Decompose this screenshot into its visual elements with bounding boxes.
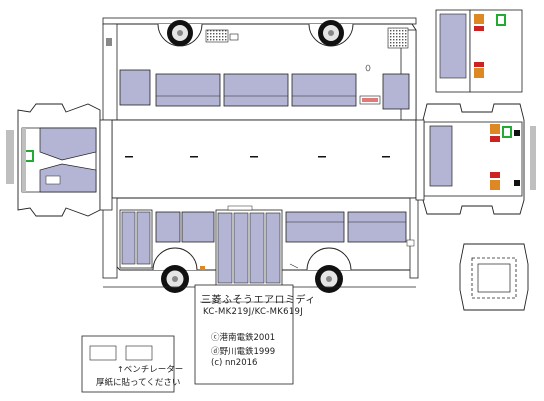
side-window bbox=[181, 211, 215, 243]
roof-strip bbox=[102, 17, 417, 25]
bus-front-face bbox=[6, 103, 101, 217]
ventilator-part bbox=[125, 345, 153, 361]
bus-left-side-panel bbox=[102, 23, 417, 121]
roof-end-piece bbox=[459, 243, 529, 311]
wheel bbox=[167, 20, 193, 46]
ventilator-part bbox=[89, 345, 117, 361]
bus-right-side-panel bbox=[102, 197, 419, 289]
roof-panel bbox=[111, 119, 417, 199]
ventilator-instruction: 厚紙に貼ってください bbox=[96, 378, 181, 388]
wheel bbox=[161, 265, 189, 293]
side-window bbox=[223, 73, 289, 107]
credit-line: ⓓ野川電鉄1999 bbox=[211, 347, 276, 357]
rear-tab bbox=[415, 119, 425, 201]
side-window bbox=[155, 73, 221, 107]
ventilator-panel bbox=[81, 335, 175, 393]
credit-line: (c) nn2016 bbox=[211, 358, 258, 368]
side-window bbox=[291, 73, 357, 107]
ventilator-label-text: ベンチレーター bbox=[123, 365, 184, 375]
side-window bbox=[155, 211, 181, 243]
engine-grill bbox=[205, 29, 229, 43]
bus-rear-face bbox=[422, 103, 536, 215]
ventilator-label: ↑ベンチレーター bbox=[117, 363, 183, 375]
roof-markers bbox=[125, 156, 390, 158]
wheel bbox=[318, 20, 344, 46]
engine-grill bbox=[387, 27, 409, 49]
side-window bbox=[119, 69, 151, 106]
front-bumper-tab bbox=[99, 119, 113, 211]
side-window bbox=[382, 73, 410, 110]
model-title: 三菱ふそうエアロミディ bbox=[201, 295, 316, 306]
label-panel bbox=[194, 284, 294, 385]
up-arrow-icon: ↑ bbox=[117, 365, 124, 374]
model-codes: KC-MK219J/KC-MK619J bbox=[203, 307, 304, 317]
side-window bbox=[347, 211, 407, 243]
wheel bbox=[315, 265, 343, 293]
rear-top-panel bbox=[435, 9, 523, 93]
credit-line: ⓒ港南電鉄2001 bbox=[211, 333, 276, 343]
side-window bbox=[285, 211, 345, 243]
